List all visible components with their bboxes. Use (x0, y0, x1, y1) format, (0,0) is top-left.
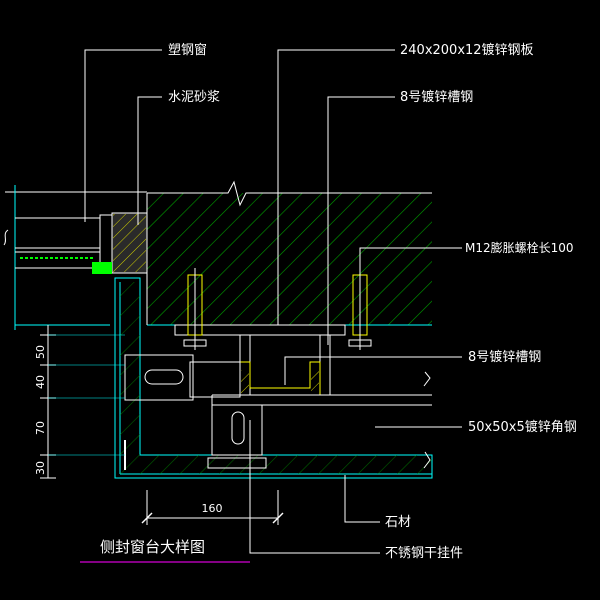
drawing-title: 侧封窗台大样图 (100, 538, 205, 556)
expansion-bolt-left (183, 268, 207, 350)
dimension-40: 40 (34, 375, 47, 389)
dimension-160: 160 (202, 502, 223, 515)
concrete-wall (146, 180, 432, 326)
window-frame (3, 185, 148, 330)
leader-lines (84, 49, 462, 554)
label-plastic-steel-window: 塑钢窗 (168, 42, 207, 58)
label-cement-mortar: 水泥砂浆 (168, 90, 220, 105)
label-expansion-bolt: M12膨胀螺栓长100 (465, 240, 574, 255)
label-channel-top: 8号镀锌槽钢 (400, 89, 473, 105)
dimension-70: 70 (34, 421, 47, 435)
label-channel-mid: 8号镀锌槽钢 (468, 349, 541, 365)
label-angle-steel: 50x50x5镀锌角钢 (468, 419, 577, 435)
stainless-hanger (124, 404, 267, 470)
channel-steel (239, 361, 321, 396)
dimension-50: 50 (34, 345, 47, 359)
label-stainless-hanger: 不锈钢干挂件 (385, 546, 463, 561)
horizontal-dimension (141, 490, 284, 525)
stone-cladding (114, 277, 433, 479)
label-galvanized-plate: 240x200x12镀锌钢板 (400, 42, 534, 58)
vertical-dimension-chain (40, 325, 125, 479)
dimension-30: 30 (34, 461, 47, 475)
angle-steel (124, 354, 432, 455)
label-stone: 石材 (385, 515, 411, 530)
